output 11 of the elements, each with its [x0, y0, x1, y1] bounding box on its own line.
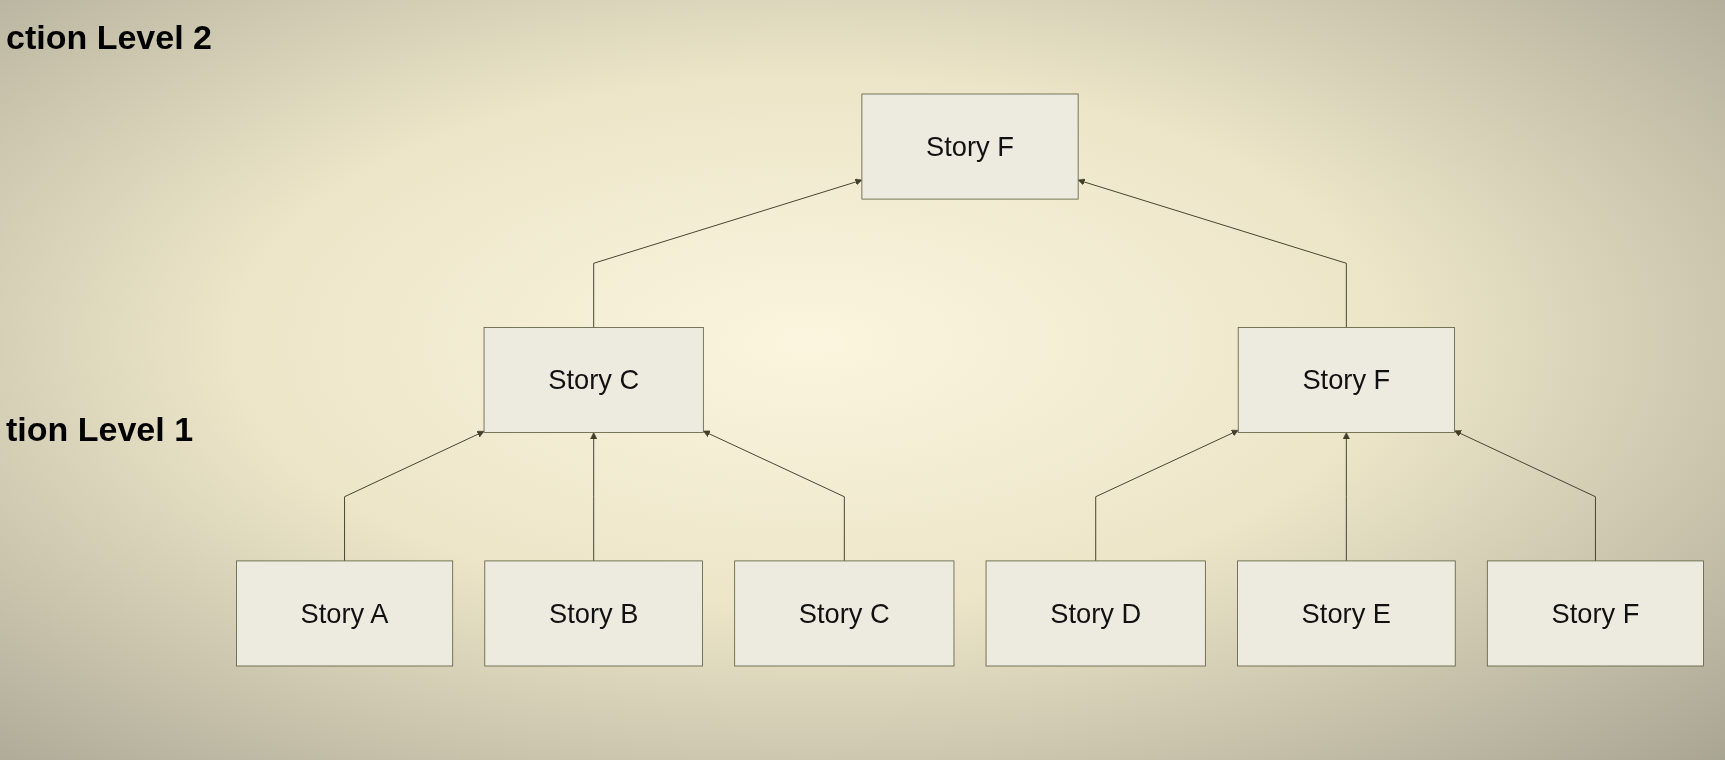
node-box: Story A [236, 560, 454, 667]
level-label: tion Level 1 [6, 410, 194, 449]
node-box: Story D [985, 560, 1206, 667]
level-label: ction Level 2 [6, 18, 212, 57]
node-box: Story E [1237, 560, 1456, 667]
node-box: Story C [483, 327, 704, 433]
node-box: Story F [1486, 560, 1704, 667]
node-box: Story F [861, 93, 1079, 200]
node-box: Story C [734, 560, 955, 667]
node-box: Story B [484, 560, 703, 667]
node-box: Story F [1237, 327, 1455, 433]
